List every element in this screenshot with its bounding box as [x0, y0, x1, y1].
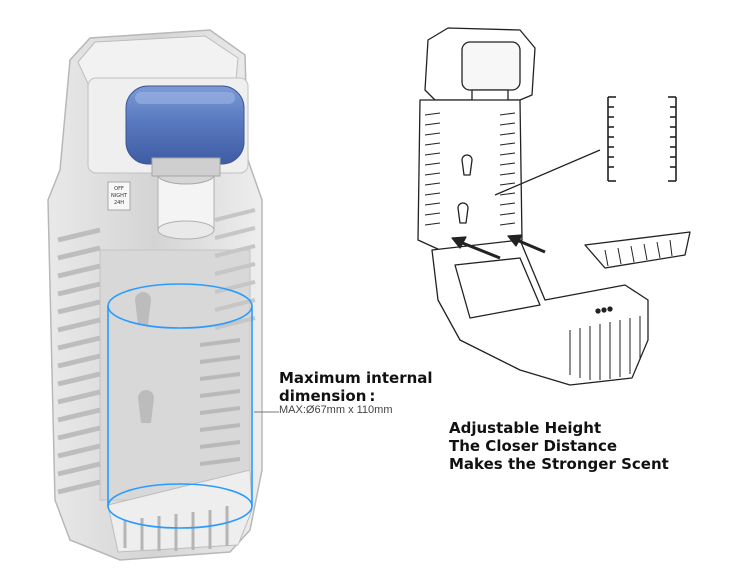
dispenser-cutaway: OFF NIGHT 24H: [47, 29, 279, 561]
switch-off-label: OFF: [114, 186, 124, 192]
switch-night-label: NIGHT: [111, 193, 128, 199]
mode-switch: OFF NIGHT 24H: [107, 181, 131, 211]
height-scale-left: [607, 96, 616, 182]
keyhole-slot-lower: [138, 390, 154, 423]
detached-tray-piece: [584, 231, 691, 269]
left-vent-slats: [57, 227, 101, 495]
switch-24h-label: 24H: [114, 200, 124, 206]
bottom-tray: [107, 469, 253, 553]
internal-dimension-cylinder: [107, 283, 253, 529]
dimension-title-line2: dimension :: [279, 387, 376, 405]
caption-line1: Adjustable Height: [449, 419, 602, 437]
dimension-title-line1: Maximum internal: [279, 369, 433, 387]
keyhole-slot-upper: [135, 292, 151, 325]
adjustable-height-caption: Adjustable Height The Closer Distance Ma…: [449, 419, 669, 473]
dimension-title: Maximum internal dimension :: [279, 369, 449, 405]
height-scale-right: [668, 96, 677, 182]
dimension-value: MAX:Ø67mm x 110mm: [279, 404, 393, 416]
caption-line2: The Closer Distance: [449, 437, 618, 455]
adjustable-height-diagram: [417, 27, 691, 386]
caption-line3: Makes the Stronger Scent: [449, 455, 669, 473]
right-vent-slats: [214, 208, 256, 330]
inner-slat-block: [199, 338, 241, 466]
nozzle-assembly: [151, 157, 221, 240]
